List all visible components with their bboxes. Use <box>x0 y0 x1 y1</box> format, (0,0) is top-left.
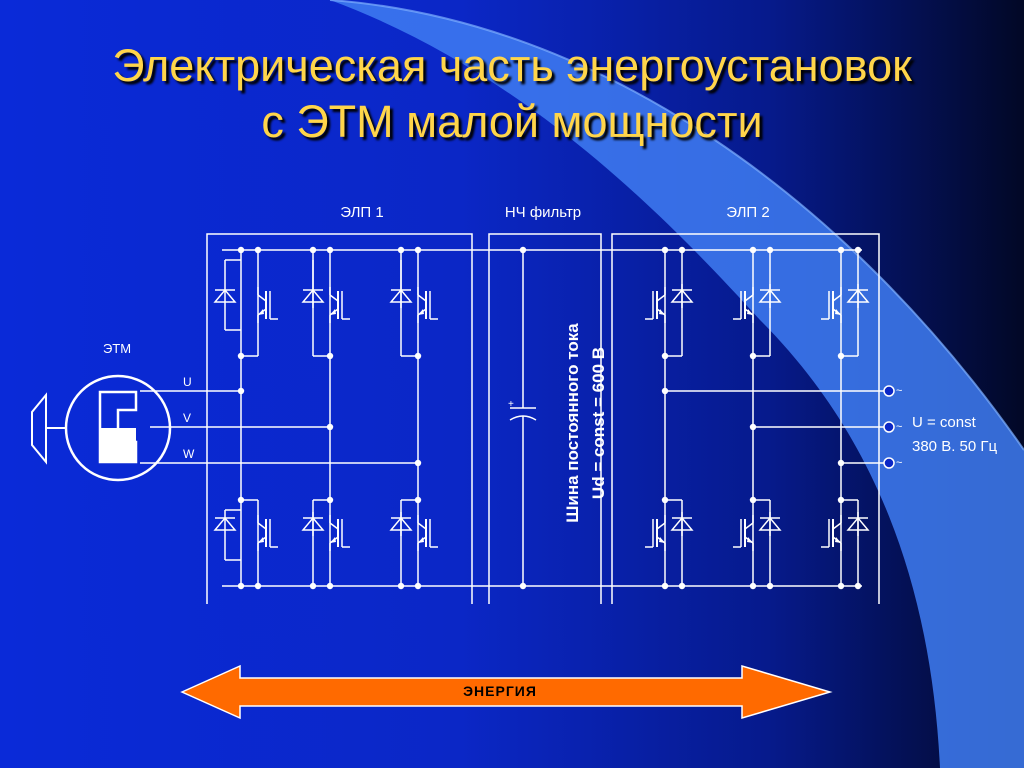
label-phase-v: V <box>183 411 191 425</box>
label-dc-bus-line1: Шина постоянного тока <box>563 323 582 523</box>
energy-label: ЭНЕРГИЯ <box>463 683 537 699</box>
label-phase-u: U <box>183 375 192 389</box>
label-grid-voltage: U = const <box>912 414 977 431</box>
junction-dots <box>237 246 862 590</box>
label-grid-frequency: 380 В. 50 Гц <box>912 438 998 455</box>
title-line-1: Электрическая часть энергоустановок <box>112 40 912 91</box>
elp1-diode-leads <box>224 259 402 561</box>
motor-circle <box>64 374 172 482</box>
filter-frame <box>488 233 602 604</box>
ac-symbol-3: ~ <box>896 457 902 469</box>
grid-terminals <box>883 385 895 469</box>
label-elp1: ЭЛП 1 <box>340 204 383 221</box>
elp1-frame <box>206 233 473 604</box>
ac-symbol-1: ~ <box>896 385 902 397</box>
motor-shaft-icon <box>31 392 47 465</box>
elp2-frame <box>611 233 880 604</box>
label-filter: НЧ фильтр <box>505 204 581 221</box>
label-phase-w: W <box>183 447 195 461</box>
label-dc-bus-line2: Ud = const = 600 В <box>589 347 608 499</box>
elp2-switches <box>644 283 869 552</box>
label-motor: ЭТМ <box>103 341 131 356</box>
label-capacitor-plus: + <box>508 399 514 410</box>
motor-rotor-icon <box>101 428 136 462</box>
motor-symbol <box>31 374 172 482</box>
ac-symbol-2: ~ <box>896 421 902 433</box>
title-line-2: с ЭТМ малой мощности <box>261 96 763 147</box>
energy-arrow <box>180 664 833 720</box>
label-dc-bus: Шина постоянного тока Ud = const = 600 В <box>563 323 608 523</box>
elp1-switches <box>214 283 439 552</box>
slide-title: Электрическая часть энергоустановок с ЭТ… <box>0 38 1024 150</box>
label-elp2: ЭЛП 2 <box>726 204 769 221</box>
